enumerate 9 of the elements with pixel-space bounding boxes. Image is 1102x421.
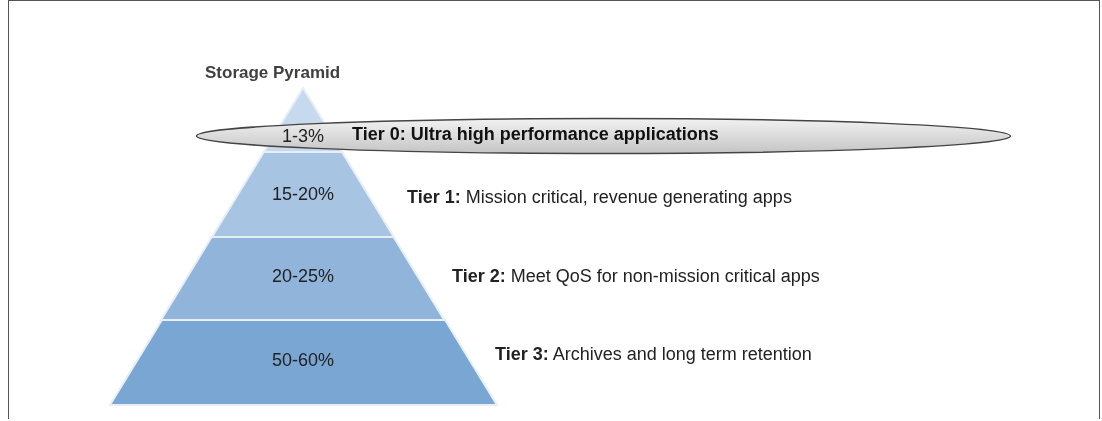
tier-description: Tier 2: Meet QoS for non-mission critical apps [452, 266, 820, 287]
diagram-title: Storage Pyramid [205, 63, 341, 83]
percentage-label: 20-25% [271, 266, 334, 287]
tier-description: Tier 1: Mission critical, revenue generating apps [407, 187, 792, 208]
percentage-label: 50-60% [272, 350, 334, 371]
tier-description: Tier 3: Archives and long term retention [495, 344, 812, 365]
percentage-label: 15-20% [271, 184, 334, 205]
percentage-label: 1-3% [281, 126, 324, 147]
tier-label: Tier 0: Ultra high performance applications [352, 124, 719, 145]
